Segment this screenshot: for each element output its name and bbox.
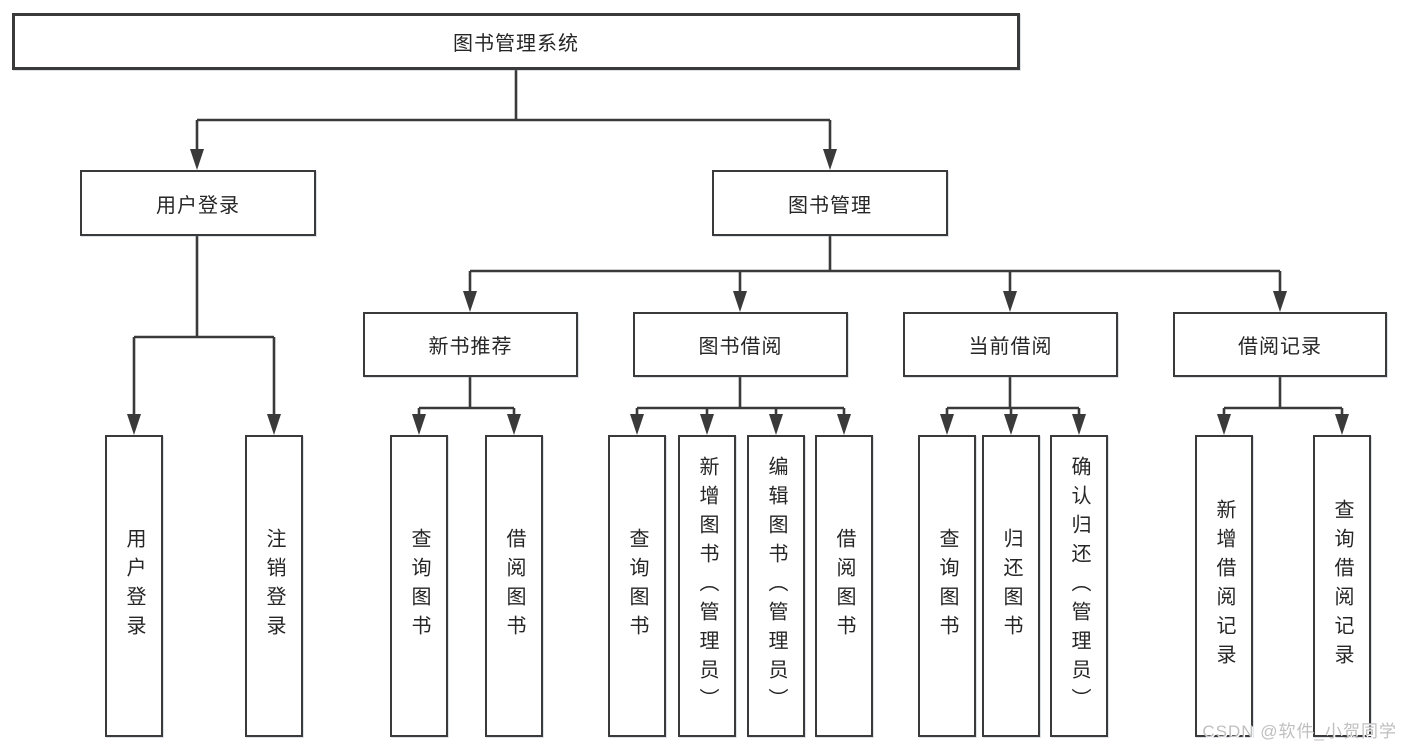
node-new-book-recommend-label: 新书推荐 (428, 336, 513, 358)
leaf-borrow-book-label: 借阅图书 (833, 528, 855, 644)
node-root-label: 图书管理系统 (453, 33, 579, 55)
node-book-management-label: 图书管理 (788, 194, 872, 217)
node-user-login-label: 用户登录 (156, 194, 240, 217)
leaf-borrow-query-book: 查询图书 (608, 435, 666, 737)
node-book-management: 图书管理 (712, 170, 948, 236)
node-borrow-records-label: 借阅记录 (1238, 336, 1322, 358)
leaf-current-query-book-label: 查询图书 (936, 528, 958, 644)
leaf-logout-label: 注销登录 (263, 528, 285, 644)
leaf-edit-book-admin: 编辑图书（管理员） (747, 435, 805, 737)
leaf-recommend-query-book-label: 查询图书 (408, 528, 430, 644)
node-user-login: 用户登录 (80, 170, 316, 236)
arrowheads (127, 149, 1349, 435)
leaf-edit-book-admin-label: 编辑图书（管理员） (765, 455, 787, 717)
leaf-query-borrow-record-label: 查询借阅记录 (1331, 499, 1353, 673)
leaf-query-borrow-record: 查询借阅记录 (1313, 435, 1371, 737)
leaf-recommend-borrow-book: 借阅图书 (485, 435, 543, 737)
leaf-user-login: 用户登录 (105, 435, 163, 737)
leaf-user-login-label: 用户登录 (123, 528, 145, 644)
leaf-add-borrow-record-label: 新增借阅记录 (1213, 499, 1235, 673)
node-book-borrow: 图书借阅 (633, 312, 848, 377)
leaf-confirm-return-admin-label: 确认归还（管理员） (1068, 455, 1090, 717)
leaf-borrow-query-book-label: 查询图书 (626, 528, 648, 644)
leaf-borrow-book: 借阅图书 (815, 435, 873, 737)
node-root: 图书管理系统 (12, 13, 1020, 70)
leaf-confirm-return-admin: 确认归还（管理员） (1050, 435, 1108, 737)
node-current-borrow: 当前借阅 (903, 312, 1118, 377)
leaf-logout: 注销登录 (245, 435, 303, 737)
leaf-return-book-label: 归还图书 (1000, 528, 1022, 644)
node-book-borrow-label: 图书借阅 (698, 336, 783, 358)
leaf-add-borrow-record: 新增借阅记录 (1195, 435, 1253, 737)
leaf-return-book: 归还图书 (982, 435, 1040, 737)
node-borrow-records: 借阅记录 (1173, 312, 1387, 377)
node-current-borrow-label: 当前借阅 (968, 336, 1053, 358)
leaf-recommend-borrow-book-label: 借阅图书 (503, 528, 525, 644)
leaf-recommend-query-book: 查询图书 (390, 435, 448, 737)
leaf-add-book-admin: 新增图书（管理员） (678, 435, 736, 737)
leaf-add-book-admin-label: 新增图书（管理员） (696, 455, 718, 717)
leaf-current-query-book: 查询图书 (918, 435, 976, 737)
node-new-book-recommend: 新书推荐 (363, 312, 578, 377)
